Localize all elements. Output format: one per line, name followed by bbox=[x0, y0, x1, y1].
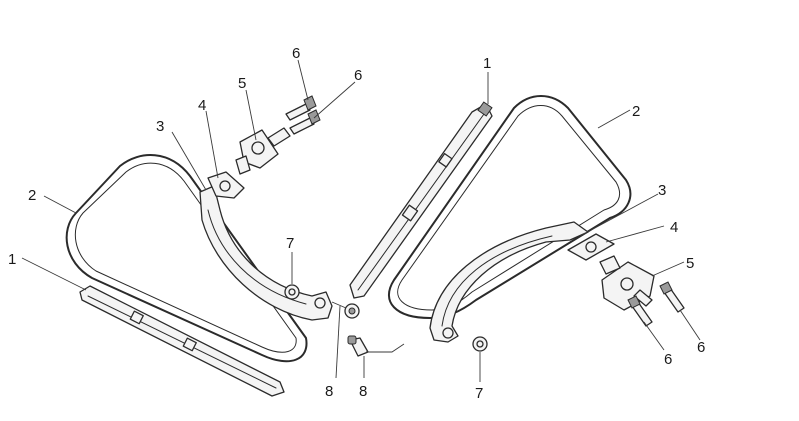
right-bolt-left bbox=[627, 295, 653, 327]
callout-right-5: 5 bbox=[686, 255, 694, 272]
callout-left-1: 1 bbox=[8, 251, 16, 268]
left-timing-chain bbox=[65, 154, 308, 363]
callout-left-5: 5 bbox=[238, 75, 246, 92]
left-tensioner-shoe bbox=[199, 185, 333, 321]
right-timing-chain bbox=[388, 95, 632, 319]
callout-left-6-upper: 6 bbox=[292, 45, 300, 62]
callout-left-2: 2 bbox=[28, 187, 36, 204]
callout-right-6-left: 6 bbox=[664, 351, 672, 368]
callout-right-7: 7 bbox=[475, 385, 483, 402]
right-bolt-right bbox=[659, 281, 685, 313]
callout-left-8-right: 8 bbox=[359, 383, 367, 400]
right-tensioner-shoe bbox=[429, 221, 589, 343]
left-washer bbox=[284, 284, 300, 300]
left-gasket bbox=[207, 171, 245, 199]
callout-right-6-right: 6 bbox=[697, 339, 705, 356]
callout-left-4: 4 bbox=[198, 97, 206, 114]
pivot-bolt-upper bbox=[344, 303, 360, 319]
callout-right-4: 4 bbox=[670, 219, 678, 236]
left-assembly bbox=[21, 59, 405, 397]
left-callouts: 1 2 3 4 5 6 6 7 8 8 bbox=[8, 45, 367, 400]
right-chain-tensioner bbox=[599, 255, 655, 311]
left-leader-lines bbox=[21, 59, 405, 379]
pivot-bolt-lower bbox=[347, 335, 369, 357]
right-assembly bbox=[349, 72, 701, 382]
left-bolt-upper bbox=[285, 95, 317, 121]
right-callouts: 1 2 3 4 5 6 6 7 bbox=[475, 55, 705, 402]
left-bolt-lower bbox=[289, 109, 321, 135]
callout-left-8-left: 8 bbox=[325, 383, 333, 400]
callout-right-2: 2 bbox=[632, 103, 640, 120]
callout-right-3: 3 bbox=[658, 182, 666, 199]
right-guide-rail bbox=[349, 101, 493, 299]
right-washer bbox=[472, 336, 488, 352]
callout-left-6-lower: 6 bbox=[354, 67, 362, 84]
left-guide-rail bbox=[79, 285, 285, 397]
right-leader-lines bbox=[479, 72, 701, 382]
callout-left-3: 3 bbox=[156, 118, 164, 135]
right-gasket bbox=[567, 233, 615, 261]
callout-left-7: 7 bbox=[286, 235, 294, 252]
callout-right-1: 1 bbox=[483, 55, 491, 72]
left-chain-tensioner bbox=[235, 127, 291, 175]
